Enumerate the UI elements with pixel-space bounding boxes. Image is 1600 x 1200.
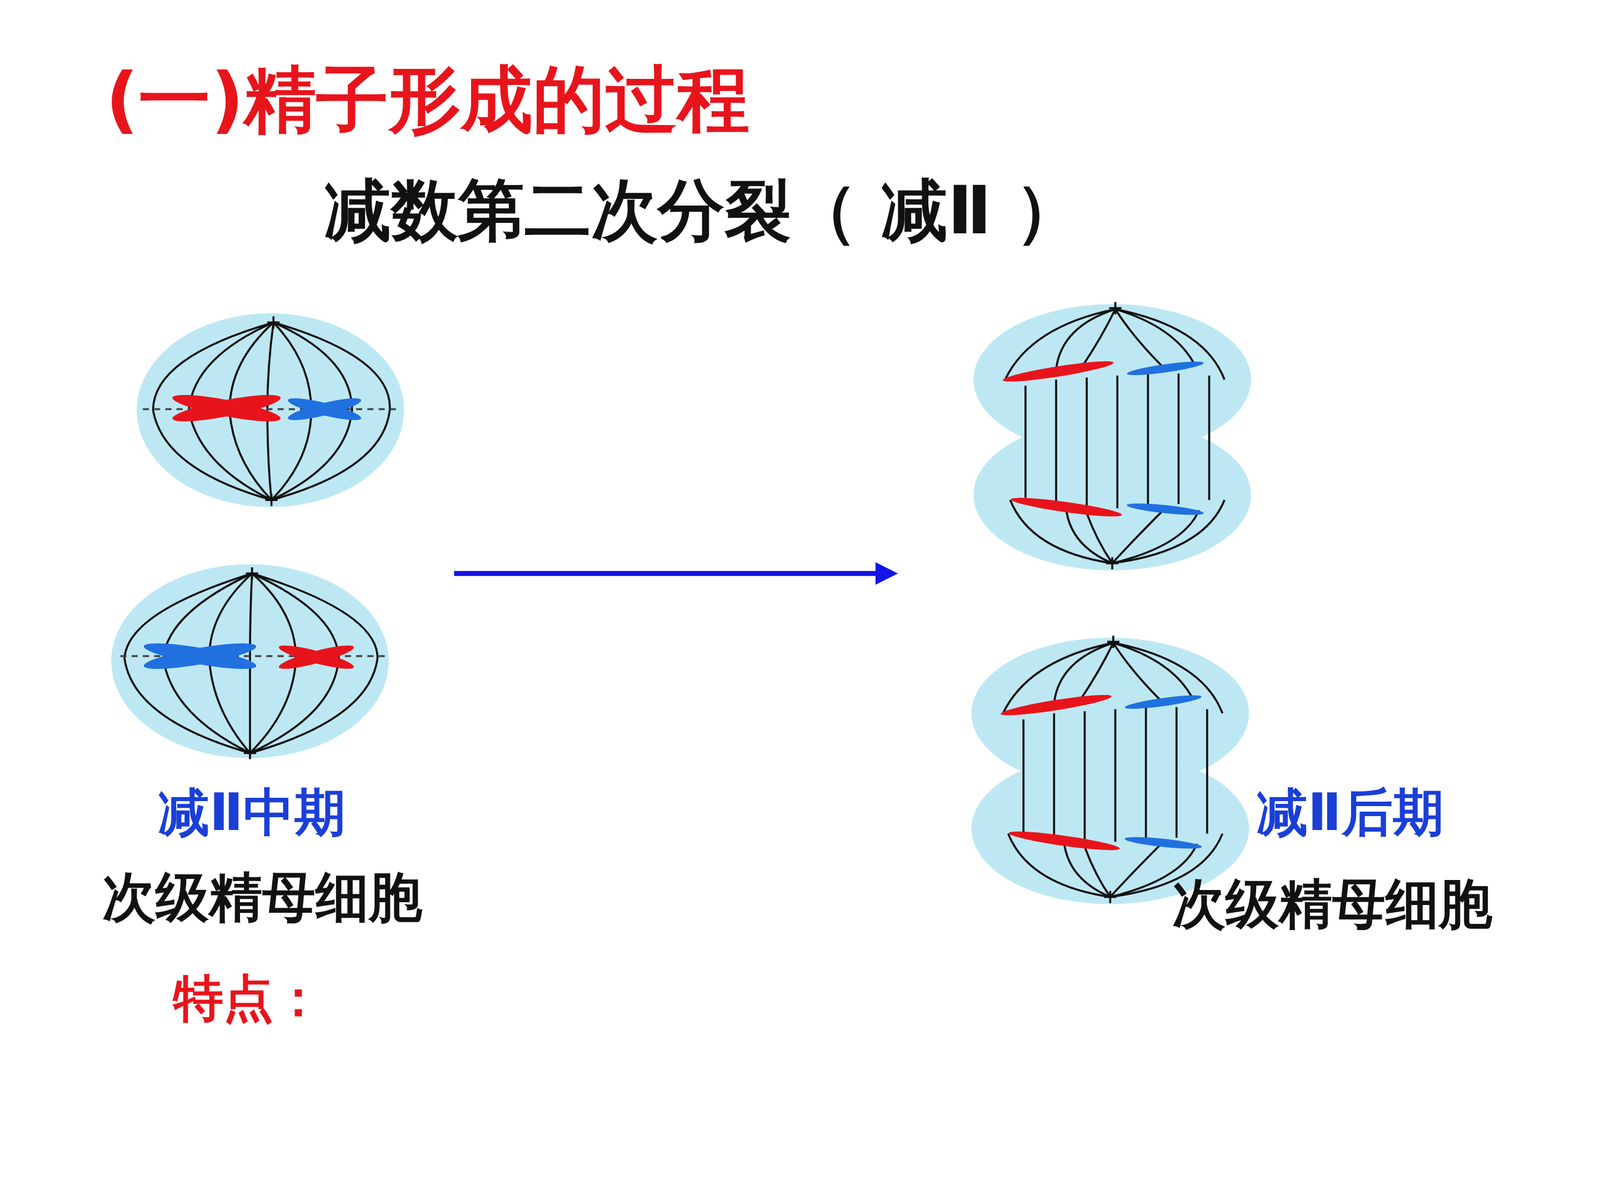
feature-label: 特点： xyxy=(173,969,324,1028)
metaphase-cell xyxy=(111,564,389,760)
metaphase-cell xyxy=(136,313,404,508)
process-arrow xyxy=(453,562,898,585)
cell-label: 次级精母细胞 xyxy=(1172,873,1493,935)
anaphase-cell xyxy=(971,635,1250,904)
cell-label: 次级精母细胞 xyxy=(102,866,423,928)
stage-label: 减Ⅱ中期 xyxy=(158,783,346,843)
subtitle: 减数第二次分裂（ 减Ⅱ ） xyxy=(324,172,1082,249)
anaphase-cell xyxy=(973,302,1252,571)
stage-label: 减Ⅱ后期 xyxy=(1256,783,1444,843)
slide-title: (一)精子形成的过程 xyxy=(105,58,750,142)
